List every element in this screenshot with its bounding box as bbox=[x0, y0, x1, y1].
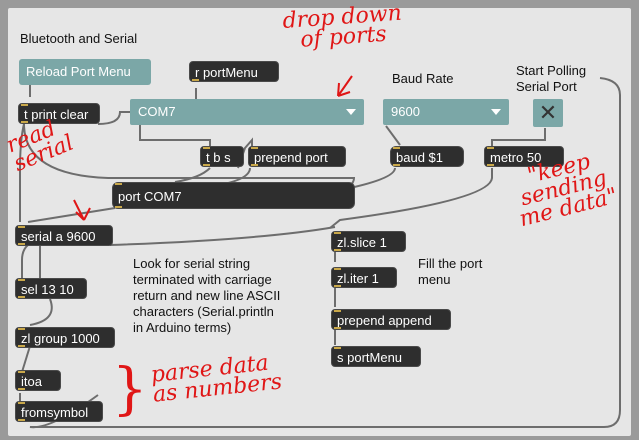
inlet bbox=[115, 183, 122, 185]
t-b-s-object[interactable]: t b s bbox=[200, 146, 244, 167]
t-b-s-label: t b s bbox=[206, 150, 231, 165]
inlet bbox=[18, 279, 25, 281]
outlet bbox=[18, 243, 25, 245]
baud-rate-dropdown[interactable]: 9600 bbox=[383, 99, 509, 125]
outlet bbox=[21, 121, 28, 123]
chevron-down-icon bbox=[346, 109, 356, 115]
outlet bbox=[18, 419, 25, 421]
outlet bbox=[487, 164, 494, 166]
inlet bbox=[18, 328, 25, 330]
fromsymbol-object[interactable]: fromsymbol bbox=[15, 401, 103, 422]
inlet bbox=[334, 347, 341, 349]
patch-title: Bluetooth and Serial bbox=[20, 31, 138, 46]
outlet bbox=[18, 345, 25, 347]
metro-object[interactable]: metro 50 bbox=[484, 146, 564, 167]
start-polling-toggle[interactable]: ✕ bbox=[533, 99, 563, 127]
inlet bbox=[487, 147, 494, 149]
metro-label: metro 50 bbox=[490, 150, 542, 165]
inlet bbox=[393, 147, 400, 149]
inlet bbox=[334, 232, 341, 234]
port-message-box[interactable]: port COM7 bbox=[112, 182, 355, 209]
inlet bbox=[203, 147, 210, 149]
outlet bbox=[192, 79, 199, 81]
inlet bbox=[251, 147, 258, 149]
serial-label: serial a 9600 bbox=[21, 229, 96, 244]
outlet bbox=[115, 206, 122, 208]
sel-object[interactable]: sel 13 10 bbox=[15, 278, 87, 299]
baud-message-box[interactable]: baud $1 bbox=[390, 146, 464, 167]
inlet bbox=[334, 310, 341, 312]
outlet bbox=[393, 164, 400, 166]
prepend-port-object[interactable]: prepend port bbox=[248, 146, 346, 167]
inlet bbox=[18, 226, 25, 228]
sel-label: sel 13 10 bbox=[21, 282, 74, 297]
s-portmenu-object[interactable]: s portMenu bbox=[331, 346, 421, 367]
close-icon: ✕ bbox=[538, 100, 558, 125]
prepend-append-object[interactable]: prepend append bbox=[331, 309, 451, 330]
outlet bbox=[334, 285, 341, 287]
outlet bbox=[334, 249, 341, 251]
brace-annotation: } bbox=[112, 357, 148, 422]
zl-slice-label: zl.slice 1 bbox=[337, 235, 387, 250]
look-for-serial-comment: Look for serial string terminated with c… bbox=[133, 256, 281, 335]
outlet bbox=[334, 327, 341, 329]
outlet bbox=[18, 296, 25, 298]
dropdown-of-ports-annotation: drop down of ports bbox=[281, 0, 403, 53]
serial-object[interactable]: serial a 9600 bbox=[15, 225, 113, 246]
reload-port-menu-button[interactable]: Reload Port Menu bbox=[19, 59, 151, 85]
s-portmenu-label: s portMenu bbox=[337, 350, 403, 365]
baud-rate-label: Baud Rate bbox=[392, 71, 454, 86]
outlet bbox=[251, 164, 258, 166]
chevron-down-icon bbox=[491, 109, 501, 115]
outlet bbox=[203, 164, 210, 166]
inlet bbox=[18, 371, 25, 373]
zl-iter-label: zl.iter 1 bbox=[337, 271, 379, 286]
baud-message-label: baud $1 bbox=[396, 150, 443, 165]
inlet bbox=[18, 402, 25, 404]
inlet bbox=[334, 268, 341, 270]
prepend-port-label: prepend port bbox=[254, 150, 328, 165]
itoa-label: itoa bbox=[21, 374, 42, 389]
zl-slice-object[interactable]: zl.slice 1 bbox=[331, 231, 406, 252]
fromsymbol-label: fromsymbol bbox=[21, 405, 89, 420]
port-dropdown[interactable]: COM7 bbox=[130, 99, 364, 125]
outlet bbox=[18, 388, 25, 390]
itoa-object[interactable]: itoa bbox=[15, 370, 61, 391]
r-portmenu-object[interactable]: r portMenu bbox=[189, 61, 279, 82]
t-print-clear-label: t print clear bbox=[24, 107, 89, 122]
inlet bbox=[21, 104, 28, 106]
fill-port-menu-comment: Fill the port menu bbox=[418, 256, 483, 287]
t-print-clear-object[interactable]: t print clear bbox=[18, 103, 100, 124]
zl-iter-object[interactable]: zl.iter 1 bbox=[331, 267, 397, 288]
zl-group-label: zl group 1000 bbox=[21, 331, 100, 346]
baud-rate-dropdown-value: 9600 bbox=[391, 104, 420, 119]
r-portmenu-label: r portMenu bbox=[195, 65, 258, 80]
start-polling-label: Start Polling Serial Port bbox=[516, 63, 587, 94]
prepend-append-label: prepend append bbox=[337, 313, 432, 328]
port-dropdown-value: COM7 bbox=[138, 104, 176, 119]
zl-group-object[interactable]: zl group 1000 bbox=[15, 327, 115, 348]
port-message-label: port COM7 bbox=[118, 189, 182, 204]
